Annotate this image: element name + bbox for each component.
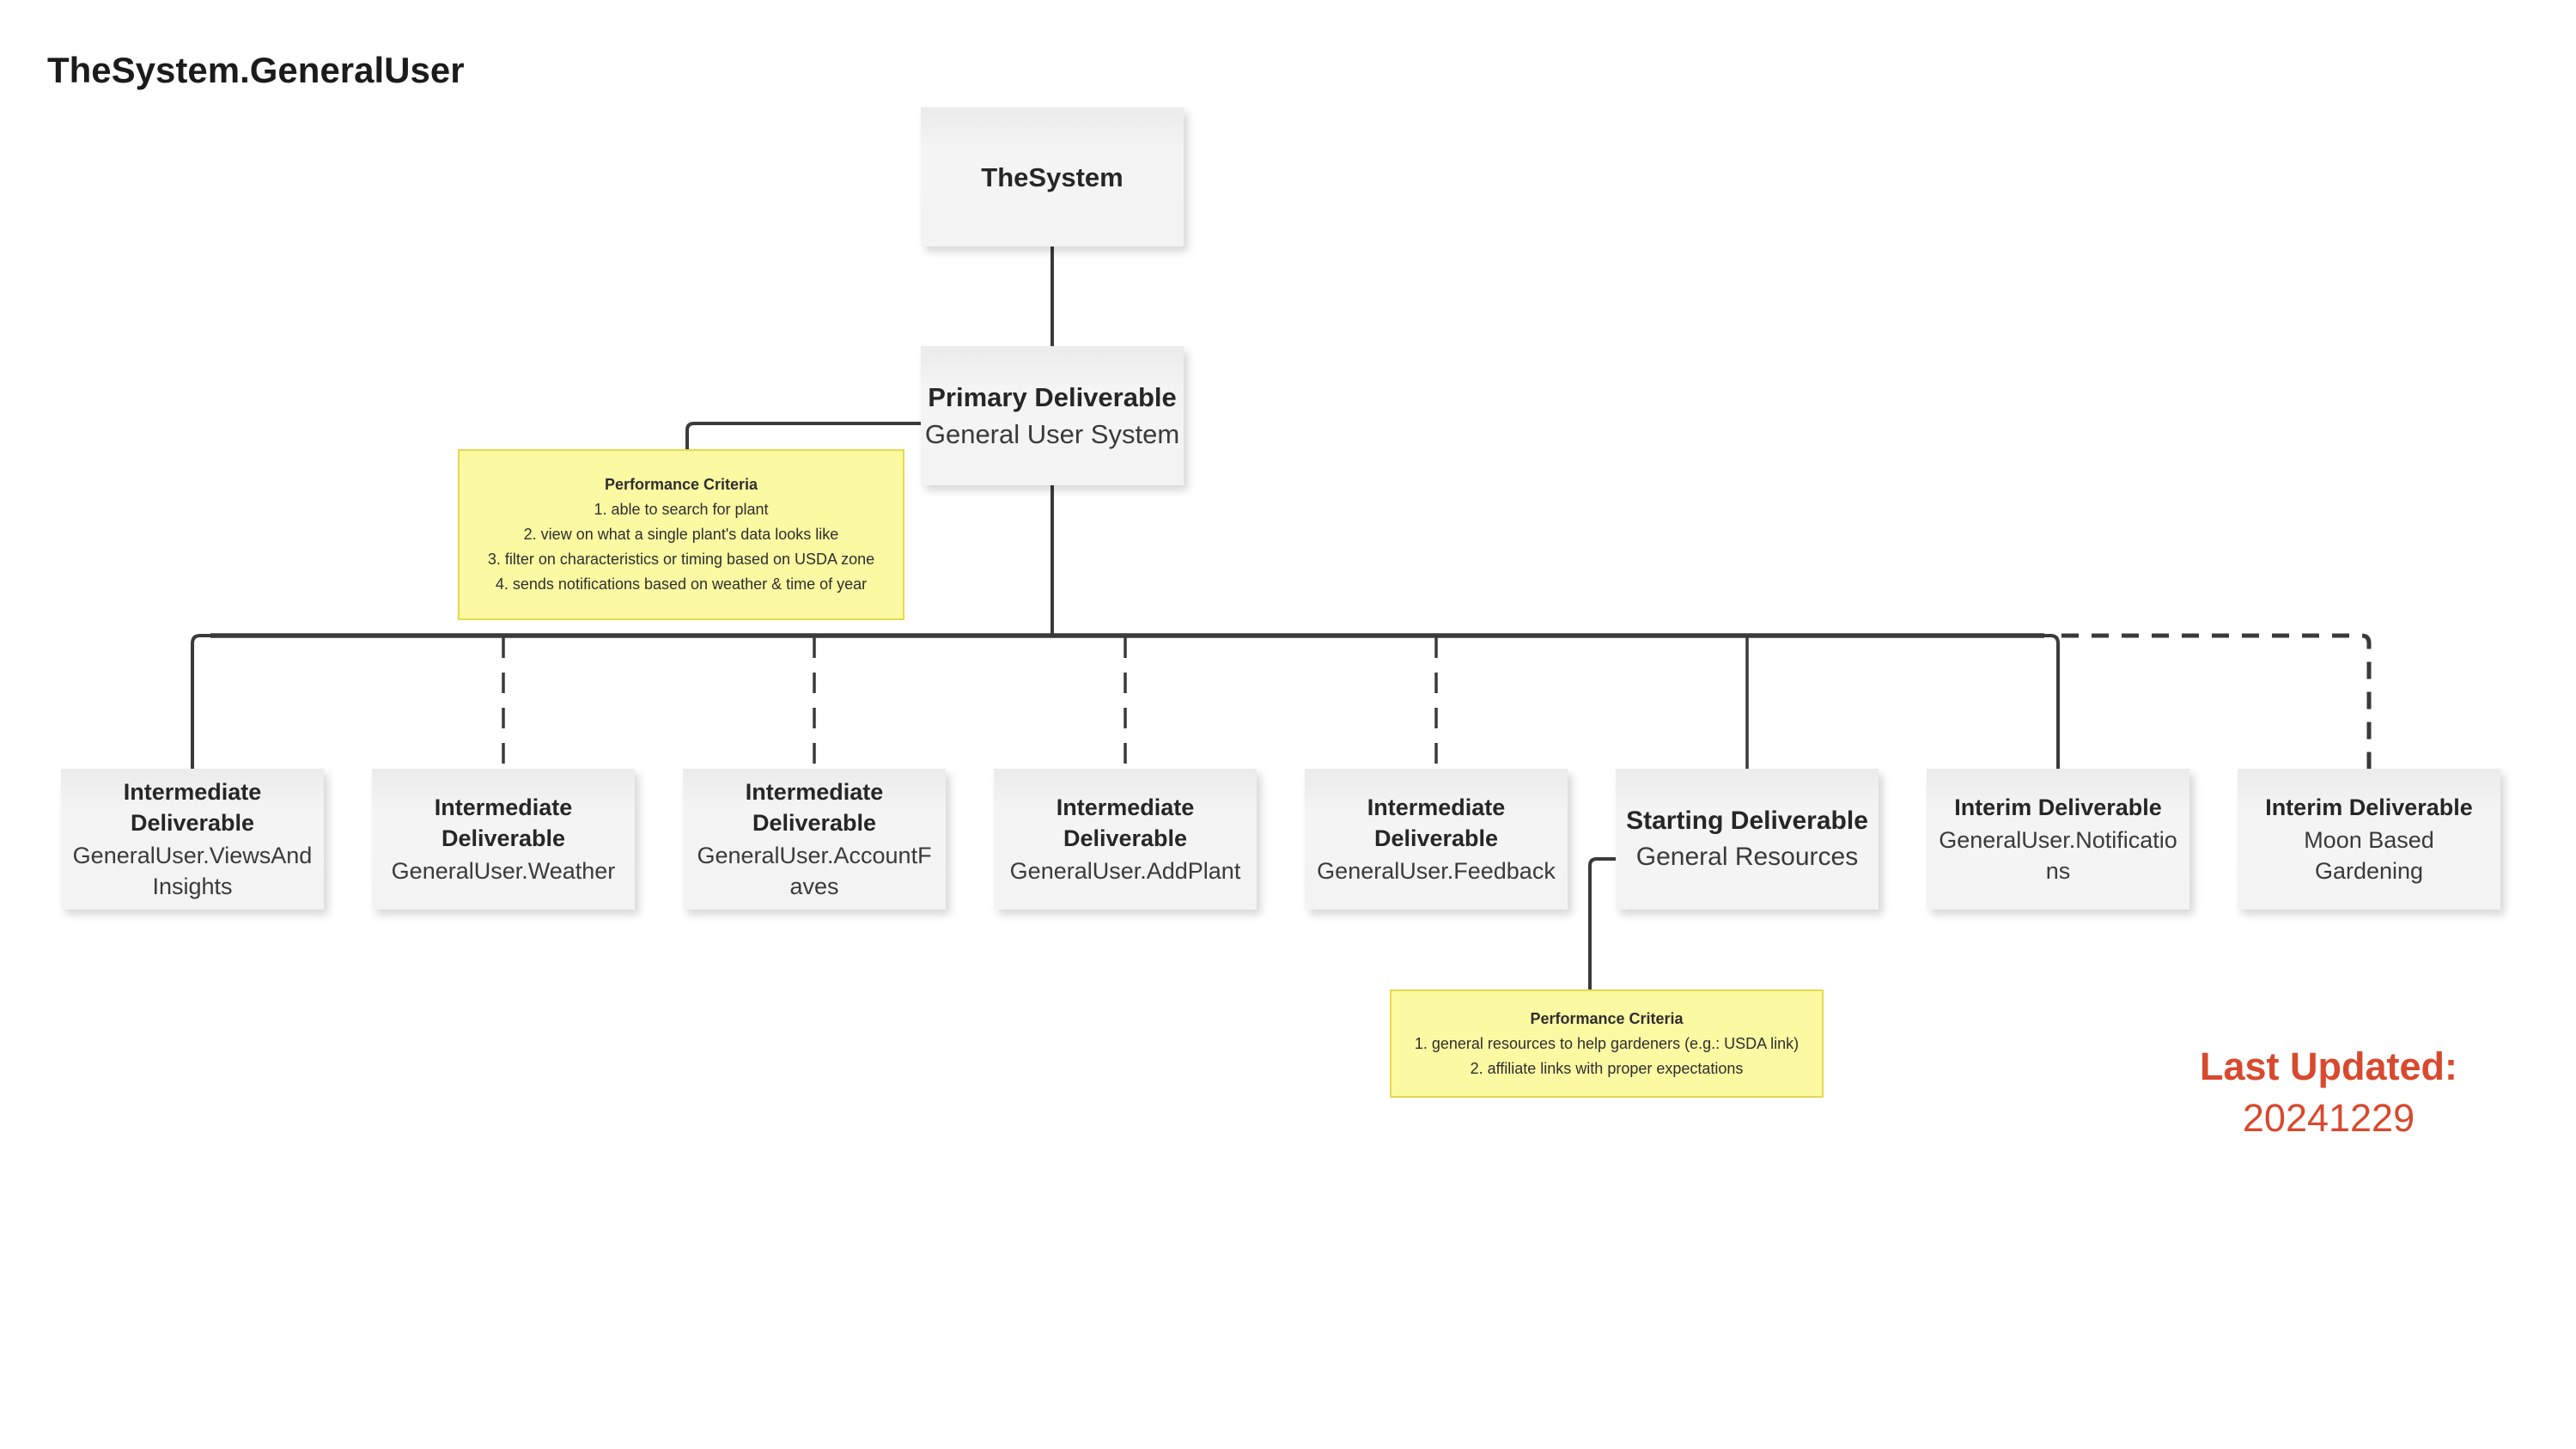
node-title: Intermediate Deliverable bbox=[123, 779, 262, 836]
node-title: Intermediate Deliverable bbox=[1367, 795, 1506, 851]
node-interim-notifications[interactable]: Interim Deliverable GeneralUser.Notifica… bbox=[1927, 769, 2189, 910]
note-item: 1. able to search for plant bbox=[594, 501, 769, 518]
note-item: 2. view on what a single plant's data lo… bbox=[523, 526, 839, 543]
note-item: 4. sends notifications based on weather … bbox=[495, 575, 868, 593]
node-thesystem[interactable]: TheSystem bbox=[921, 107, 1184, 247]
node-title: Intermediate Deliverable bbox=[434, 795, 573, 851]
node-title: Interim Deliverable bbox=[2265, 795, 2473, 820]
note-item: 1. general resources to help gardeners (… bbox=[1414, 1034, 1800, 1052]
connector-note1-to-primary bbox=[685, 422, 922, 449]
connector-rail-dashed-extension bbox=[2061, 633, 2372, 769]
node-title: Intermediate Deliverable bbox=[745, 779, 884, 836]
last-updated: Last Updated: 20241229 bbox=[2148, 1041, 2509, 1144]
node-interim-moon-based-gardening[interactable]: Interim Deliverable Moon Based Gardening bbox=[2238, 769, 2500, 910]
node-title: Intermediate Deliverable bbox=[1056, 795, 1195, 851]
connector-rail-solid bbox=[191, 634, 2060, 769]
last-updated-label: Last Updated: bbox=[2199, 1044, 2457, 1088]
note-performance-criteria-primary[interactable]: Performance Criteria 1. able to search f… bbox=[458, 449, 904, 620]
node-primary-deliverable[interactable]: Primary Deliverable General User System bbox=[921, 346, 1184, 485]
node-intermediate-feedback[interactable]: Intermediate Deliverable GeneralUser.Fee… bbox=[1305, 769, 1568, 910]
node-title: Starting Deliverable bbox=[1626, 807, 1868, 835]
node-title: Primary Deliverable bbox=[928, 382, 1177, 412]
note-item: 3. filter on characteristics or timing b… bbox=[487, 551, 875, 568]
node-subtitle: Moon Based Gardening bbox=[2304, 827, 2434, 884]
node-intermediate-accountfaves[interactable]: Intermediate Deliverable GeneralUser.Acc… bbox=[683, 769, 946, 910]
node-subtitle: GeneralUser.AddPlant bbox=[1009, 858, 1241, 884]
connector-note2-to-starting bbox=[1588, 857, 1616, 989]
connector-dashed-drops bbox=[502, 637, 1438, 769]
node-intermediate-viewsandinsights[interactable]: Intermediate Deliverable GeneralUser.Vie… bbox=[61, 769, 324, 910]
note-heading: Performance Criteria bbox=[1530, 1009, 1684, 1027]
note-heading: Performance Criteria bbox=[604, 476, 758, 493]
node-subtitle: GeneralUser.AccountFaves bbox=[697, 843, 932, 899]
node-title: Interim Deliverable bbox=[1954, 795, 2162, 820]
node-subtitle: General Resources bbox=[1635, 843, 1859, 871]
node-subtitle: GeneralUser.Feedback bbox=[1317, 858, 1556, 884]
node-subtitle: GeneralUser.Notifications bbox=[1939, 827, 2177, 884]
last-updated-value: 20241229 bbox=[2242, 1096, 2415, 1140]
node-title: TheSystem bbox=[981, 161, 1124, 192]
node-starting-general-resources[interactable]: Starting Deliverable General Resources bbox=[1616, 769, 1879, 910]
node-subtitle: GeneralUser.Weather bbox=[391, 858, 616, 884]
node-subtitle: GeneralUser.ViewsAndInsights bbox=[72, 843, 313, 899]
node-subtitle: General User System bbox=[924, 419, 1180, 449]
note-performance-criteria-starting[interactable]: Performance Criteria 1. general resource… bbox=[1390, 989, 1824, 1098]
page-title: TheSystem.GeneralUser bbox=[47, 50, 465, 90]
note-item: 2. affiliate links with proper expectati… bbox=[1470, 1059, 1744, 1077]
node-intermediate-weather[interactable]: Intermediate Deliverable GeneralUser.Wea… bbox=[372, 769, 635, 910]
node-intermediate-addplant[interactable]: Intermediate Deliverable GeneralUser.Add… bbox=[994, 769, 1257, 910]
